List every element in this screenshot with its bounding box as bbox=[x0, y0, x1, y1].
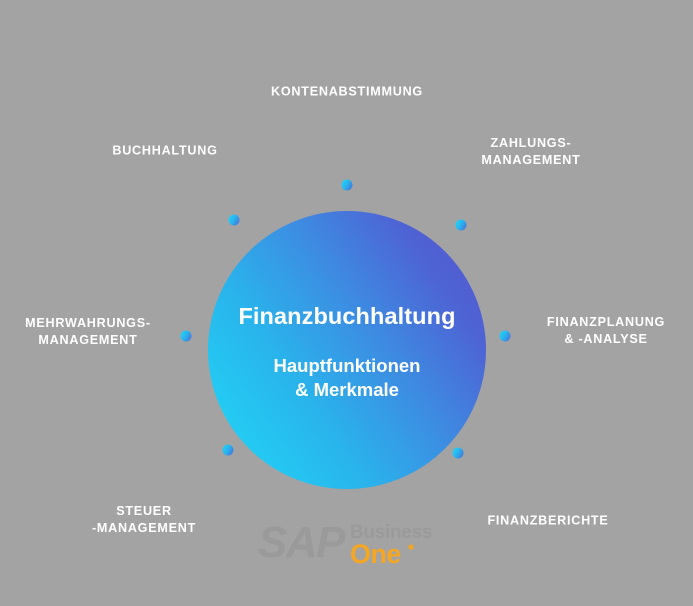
logo-registered-dot-icon bbox=[408, 544, 414, 550]
node-label-steuermanagement: STEUER -MANAGEMENT bbox=[91, 504, 197, 535]
hub-title: Finanzbuchhaltung bbox=[238, 303, 456, 330]
logo-sap-wordmark: SAP bbox=[258, 518, 346, 567]
node-dot-buchhaltung bbox=[228, 214, 240, 226]
node-dot-kontenabstimmung bbox=[341, 179, 353, 191]
sap-business-one-logo: SAP Business One bbox=[258, 512, 454, 574]
node-dot-mehrwahrungs bbox=[180, 330, 192, 342]
logo-business-text: Business bbox=[350, 522, 432, 543]
node-dot-finanzplanung bbox=[499, 330, 511, 342]
node-label-buchhaltung: BUCHHALTUNG bbox=[112, 143, 218, 158]
node-dot-steuermanagement bbox=[222, 444, 234, 456]
node-label-finanzberichte: FINANZBERICHTE bbox=[487, 513, 609, 528]
node-dot-finanzberichte bbox=[452, 447, 464, 459]
node-label-zahlungsmanagement: ZAHLUNGS- MANAGEMENT bbox=[481, 136, 581, 167]
node-dot-zahlungsmanagement bbox=[455, 219, 467, 231]
logo-one-text: One bbox=[350, 539, 401, 569]
hub-subtitle: Hauptfunktionen & Merkmale bbox=[273, 355, 421, 400]
node-label-mehrwahrungsmanagement: MEHRWAHRUNGS- MANAGEMENT bbox=[25, 316, 151, 347]
center-hub-circle: Finanzbuchhaltung Hauptfunktionen & Merk… bbox=[208, 211, 486, 489]
node-label-finanzplanung: FINANZPLANUNG & -ANALYSE bbox=[546, 315, 666, 346]
node-label-kontenabstimmung: KONTENABSTIMMUNG bbox=[271, 84, 423, 99]
